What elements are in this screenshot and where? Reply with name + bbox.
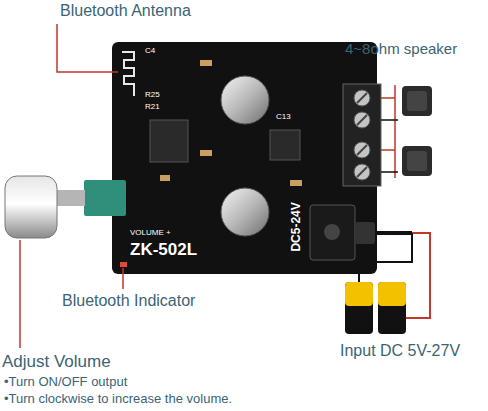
callout-label: 4~8ohm speaker	[345, 40, 457, 57]
speaker-wire	[381, 120, 398, 172]
battery-icon	[345, 282, 406, 334]
battery-icon	[345, 282, 373, 306]
speaker-icon	[402, 146, 432, 176]
pcb-board	[112, 42, 377, 274]
terminal-block	[357, 93, 367, 177]
speaker-wire	[381, 85, 395, 178]
capacitor	[221, 76, 269, 124]
power-cable	[406, 233, 430, 318]
pcb-board	[112, 42, 377, 274]
leader-line	[57, 24, 118, 72]
callout-label: Input DC 5V-27V	[340, 342, 460, 360]
silkscreen-label: C4	[145, 46, 155, 55]
silkscreen-label: C13	[276, 112, 291, 121]
callout-label: Bluetooth Antenna	[60, 2, 191, 20]
battery-icon	[378, 282, 406, 334]
dc-jack	[310, 205, 355, 260]
speaker-icon	[407, 91, 427, 111]
pcb-board	[270, 130, 300, 160]
silkscreen-label: R25	[145, 90, 160, 99]
terminal-block	[343, 84, 381, 186]
capacitor	[221, 76, 269, 236]
pcb-board	[200, 60, 212, 66]
pcb-board	[122, 52, 134, 96]
capacitor	[221, 188, 269, 236]
speaker-icon	[402, 86, 432, 116]
power-cable	[375, 231, 412, 235]
pcb-board	[120, 262, 127, 267]
terminal-block	[343, 84, 381, 186]
potentiometer	[55, 190, 85, 206]
silkscreen-label: DC5-24V	[290, 202, 304, 251]
note-text: •Turn clockwise to increase the volume.	[4, 392, 232, 407]
pcb-board	[150, 120, 188, 162]
speaker-icon	[407, 151, 427, 171]
callout-label: Adjust Volume	[2, 352, 111, 372]
note-text: •Turn ON/OFF output	[4, 375, 127, 390]
battery-icon	[378, 282, 406, 306]
leader-line	[19, 240, 21, 348]
callout-label: Bluetooth Indicator	[62, 292, 195, 310]
dc-jack	[310, 205, 375, 260]
pcb-board	[290, 180, 302, 186]
silkscreen-label: R21	[145, 102, 160, 111]
power-cable	[359, 233, 412, 282]
silkscreen-label: VOLUME +	[130, 228, 171, 237]
pcb-board	[160, 175, 170, 181]
potentiometer	[5, 176, 126, 238]
pcb-board	[200, 150, 212, 156]
speaker-icon	[402, 86, 432, 176]
potentiometer	[5, 176, 57, 238]
leader-line	[122, 268, 124, 289]
battery-icon	[345, 282, 373, 334]
dc-jack	[355, 222, 375, 244]
potentiometer	[84, 180, 126, 216]
dc-jack	[324, 224, 340, 240]
speaker-wire	[381, 85, 398, 178]
board-model: ZK-502L	[130, 240, 197, 260]
